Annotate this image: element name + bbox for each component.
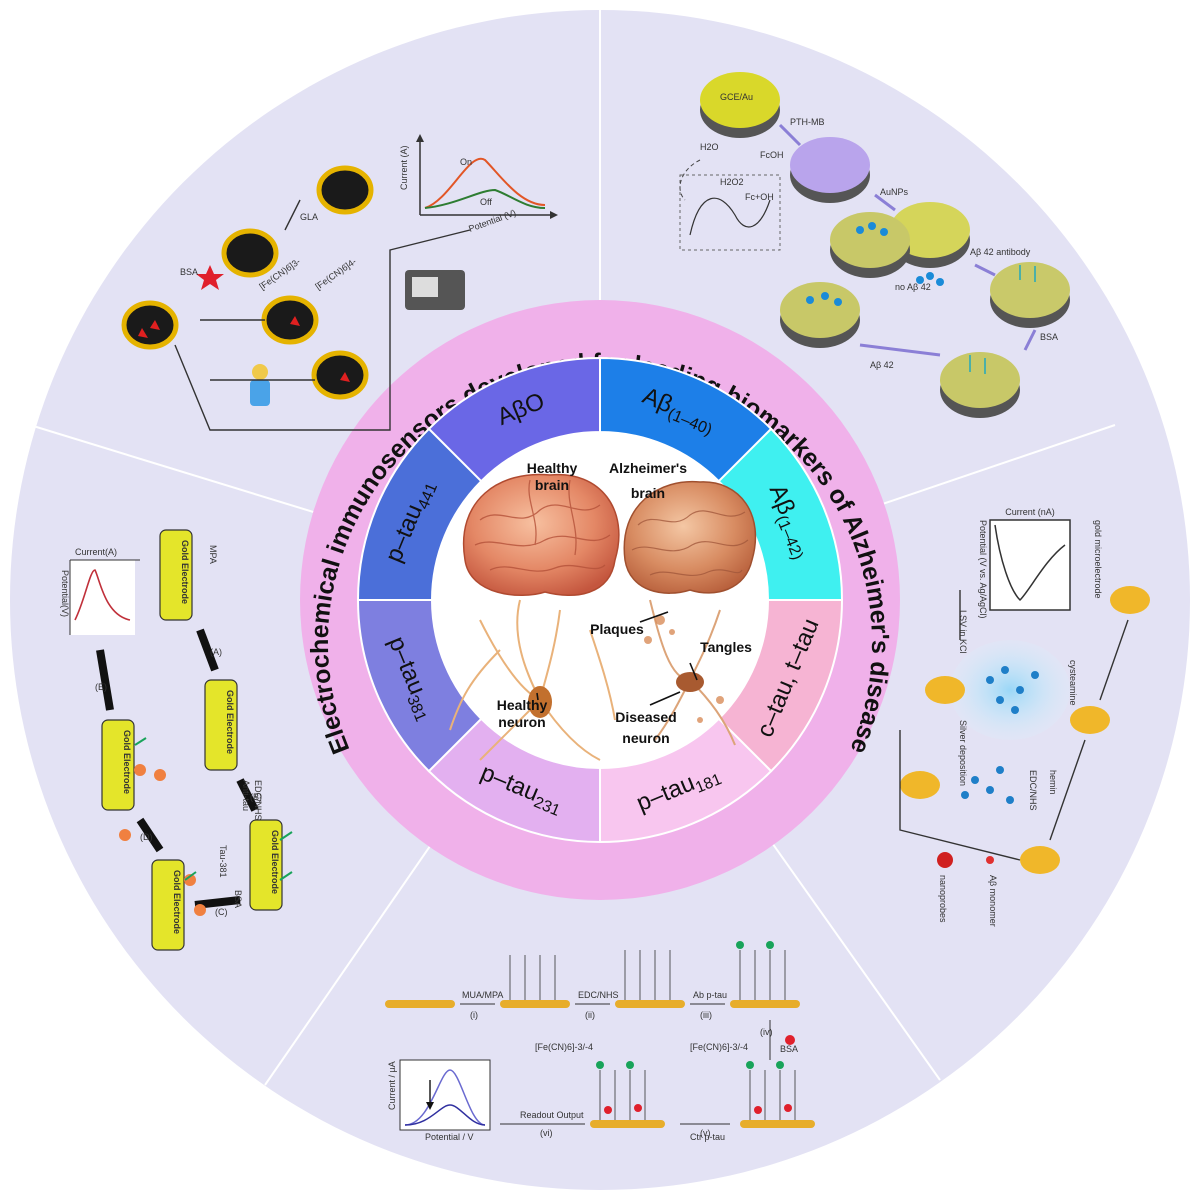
l-gold-2: Gold Electrode <box>225 690 235 754</box>
l-bsa-label: BSA <box>233 890 243 908</box>
r-hemin-label: hemin <box>1048 770 1058 795</box>
healthy-brain-label-1: Healthy <box>527 460 578 476</box>
diseased-neuron-body <box>676 672 704 692</box>
r-potential-label: Potential (V vs. Ag/AgCl) <box>978 520 988 619</box>
panel-bottom: MUA/MPA EDC/NHS Ab p-tau BSA [Fe(CN)6]-3… <box>385 941 815 1142</box>
healthy-neuron-body <box>528 686 552 718</box>
panel-right: Current (nA) Potential (V vs. Ag/AgCl) L… <box>899 507 1150 927</box>
tr-antibody-label: Aβ 42 antibody <box>970 247 1031 257</box>
b-ptau-label: Ctr p-tau <box>690 1132 725 1142</box>
panel-top-right: GCE/Au PTH-MB AuNPs Aβ 42 antibody BSA n… <box>679 72 1070 418</box>
tr-aunps-label: AuNPs <box>880 187 909 197</box>
tl-on-label: On <box>460 157 472 167</box>
r-monomer-label: Aβ monomer <box>988 875 998 927</box>
b-electrodes <box>385 1000 815 1128</box>
tr-h2o2-label: H2O2 <box>720 177 744 187</box>
r-silver-label: Silver deposition <box>958 720 968 786</box>
l-step-d: (D) <box>140 832 153 842</box>
diseased-neuron-label-2: neuron <box>622 730 669 746</box>
tl-electrodes <box>121 165 465 406</box>
healthy-neuron-label-1: Healthy <box>497 697 548 713</box>
healthy-neuron-label-2: neuron <box>498 714 545 730</box>
b-ab-label: Ab p-tau <box>693 990 727 1000</box>
l-edc-label: EDC/NHS <box>253 780 263 821</box>
b-readout-label: Readout Output <box>520 1110 584 1120</box>
tr-fcoh-label: FcOH <box>760 150 784 160</box>
r-gold-label: gold microelectrode <box>1093 520 1103 599</box>
tl-current-label: Current (A) <box>399 145 409 190</box>
tr-noab-label: no Aβ 42 <box>895 282 931 292</box>
tl-off-label: Off <box>480 197 492 207</box>
healthy-brain <box>462 473 620 597</box>
tangles-label: Tangles <box>700 639 752 655</box>
l-step-b: (B) <box>250 792 262 802</box>
l-gold-5: Gold Electrode <box>122 730 132 794</box>
l-anti-label: Anti-tau <box>241 780 251 811</box>
tr-electrodes <box>700 72 1070 418</box>
b-step-2: (ii) <box>585 1010 595 1020</box>
tl-bsa-label: BSA <box>180 267 198 277</box>
alz-brain-label-1: Alzheimer's <box>609 460 687 476</box>
b-fe-label-1: [Fe(CN)6]-3/-4 <box>535 1042 593 1052</box>
l-electrodes <box>101 529 283 951</box>
b-fe-label-2: [Fe(CN)6]-3/-4 <box>690 1042 748 1052</box>
tr-gce-label: GCE/Au <box>720 92 753 102</box>
diseased-neuron-label-1: Diseased <box>615 709 676 725</box>
alzheimers-brain <box>623 480 757 594</box>
healthy-brain-label-2: brain <box>535 477 569 493</box>
alz-brain-label-2: brain <box>631 485 665 501</box>
l-step-e: (E) <box>95 682 107 692</box>
tl-gla-label: GLA <box>300 212 318 222</box>
r-nano-label: nanoprobes <box>938 875 948 923</box>
b-step-4: (iv) <box>760 1027 773 1037</box>
l-potential-label: Potential(V) <box>60 570 70 617</box>
l-mpa-label: MPA <box>208 545 218 564</box>
l-tau-label: Tau-381 <box>218 845 228 878</box>
plaques-label: Plaques <box>590 621 644 637</box>
b-mua-label: MUA/MPA <box>462 990 503 1000</box>
r-cys-label: cysteamine <box>1068 660 1078 706</box>
r-current-label: Current (nA) <box>1005 507 1055 517</box>
l-current-label: Current(A) <box>75 547 117 557</box>
r-lsv-label: LSV in KCl <box>958 610 968 654</box>
l-step-a: (A) <box>210 647 222 657</box>
b-bsa-label: BSA <box>780 1044 798 1054</box>
l-gold-1: Gold Electrode <box>180 540 190 604</box>
tr-pth-label: PTH-MB <box>790 117 825 127</box>
tr-ab42-label: Aβ 42 <box>870 360 894 370</box>
tr-fcoh2-label: Fc+OH <box>745 192 774 202</box>
b-potential-label: Potential / V <box>425 1132 474 1142</box>
b-edc-label: EDC/NHS <box>578 990 619 1000</box>
b-current-label: Current / µA <box>387 1061 397 1110</box>
b-step-5: (v) <box>700 1128 711 1138</box>
panel-left: Gold Electrode Gold Electrode Gold Elect… <box>60 529 293 951</box>
l-gold-3: Gold Electrode <box>270 830 280 894</box>
b-step-1: (i) <box>470 1010 478 1020</box>
r-edc-label: EDC/NHS <box>1028 770 1038 811</box>
tr-h2o-label: H2O <box>700 142 719 152</box>
l-step-c: (C) <box>215 907 228 917</box>
center-illustration: Healthy brain Alzheimer's brain Plaques … <box>449 460 757 761</box>
tr-bsa-label: BSA <box>1040 332 1058 342</box>
b-step-3: (iii) <box>700 1010 712 1020</box>
l-gold-4: Gold Electrode <box>172 870 182 934</box>
center-disc <box>432 432 768 768</box>
b-step-6: (vi) <box>540 1128 553 1138</box>
